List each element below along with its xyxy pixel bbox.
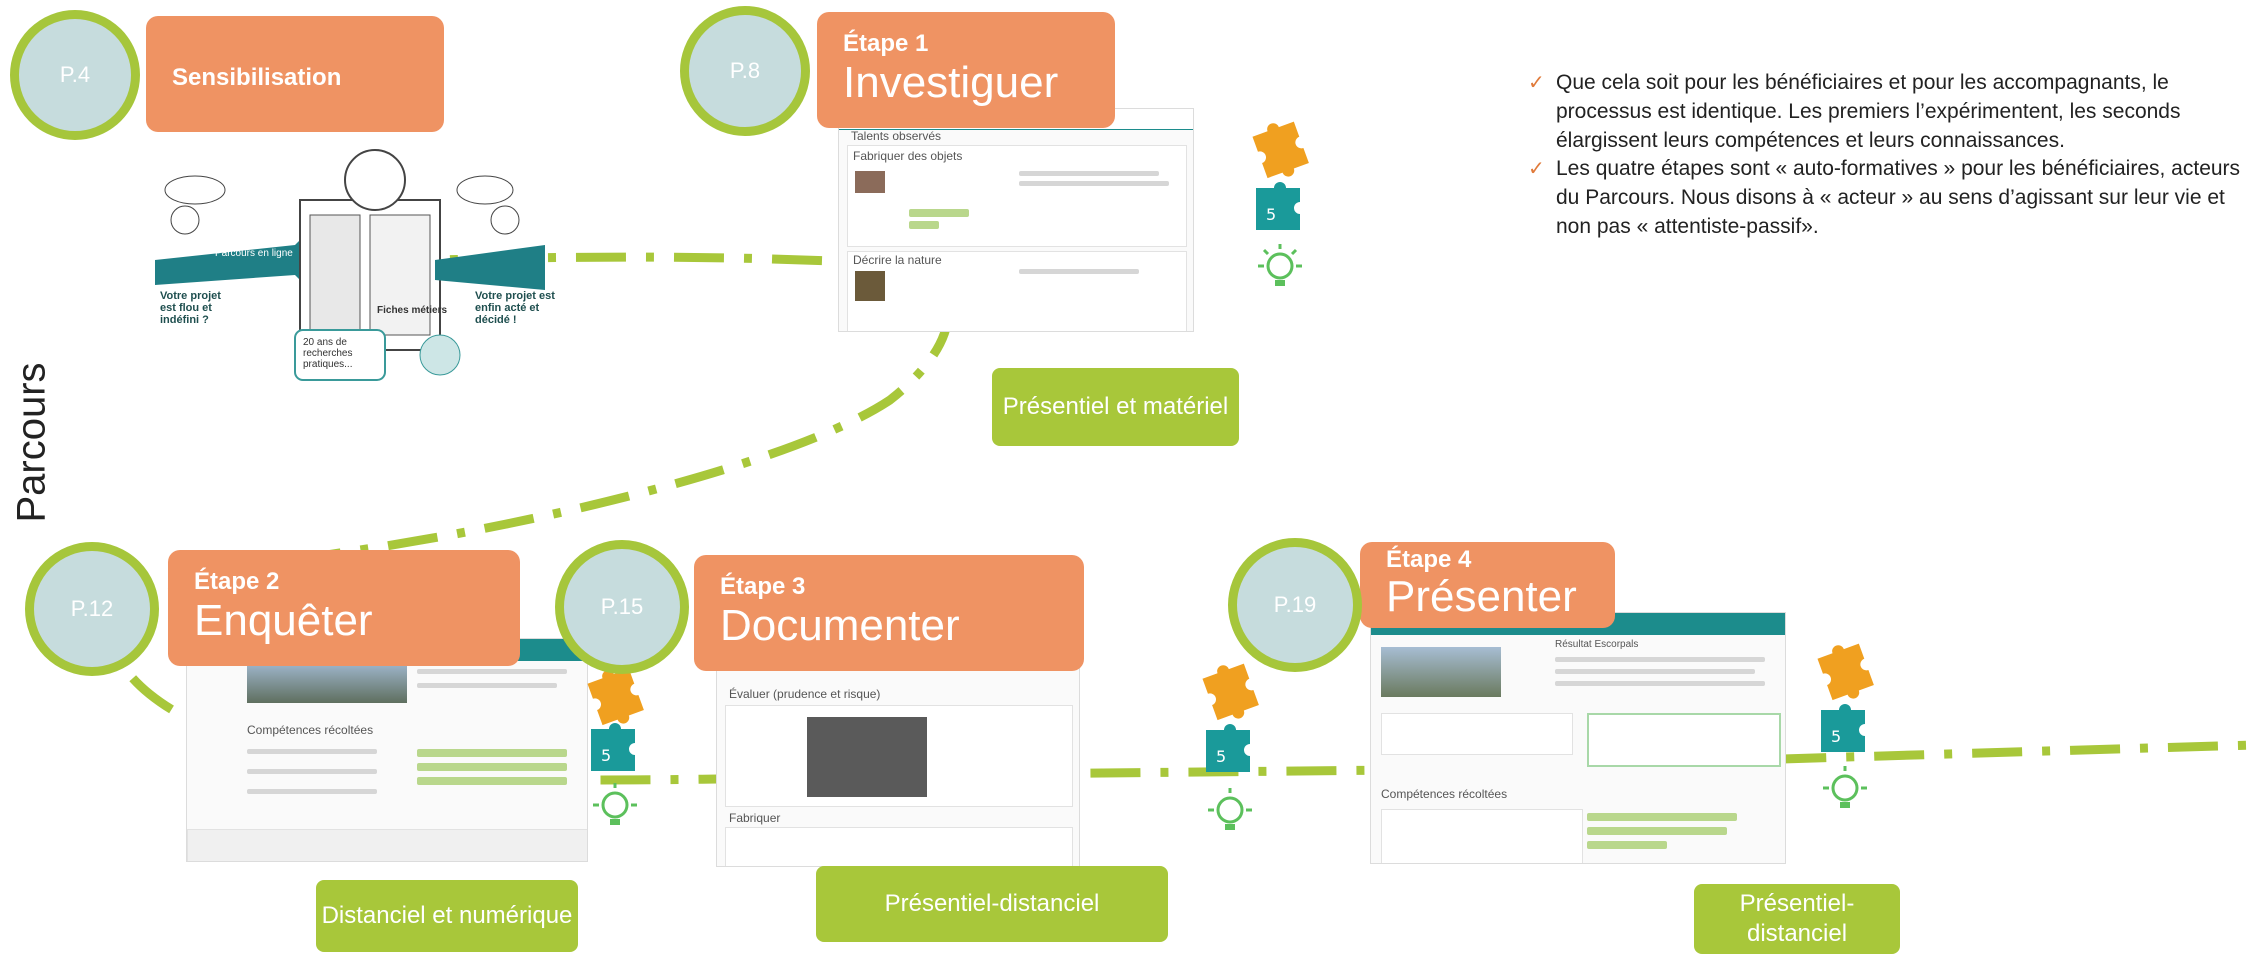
puzzle-orange-icon	[1252, 121, 1309, 179]
puzzle-teal-icon: 5	[1256, 182, 1300, 230]
step2-screenshot: Compétences récoltées	[186, 638, 588, 862]
step3-name: Documenter	[720, 601, 960, 650]
svg-text:5: 5	[1266, 205, 1276, 224]
icons-step4: 5	[1815, 640, 1875, 825]
svg-text:5: 5	[1831, 727, 1841, 746]
lightbulb-icon	[1258, 244, 1302, 286]
sensibilisation-title: Sensibilisation	[172, 64, 342, 91]
page-circle-step4: P.19	[1228, 538, 1362, 672]
step3-mode-tag: Présentiel-distanciel	[816, 866, 1168, 942]
sketch-label-online: Parcours en ligne	[215, 248, 293, 259]
puzzle-orange-icon	[587, 668, 644, 726]
icons-step2: 5	[585, 665, 645, 840]
step2-label: Étape 2	[194, 568, 280, 595]
step1-screenshot: Talents observés Fabriquer des objets Dé…	[838, 108, 1194, 332]
step3-label: Étape 3	[720, 573, 806, 600]
step4-box: Étape 4 Présenter	[1360, 542, 1615, 628]
puzzle-orange-icon	[1817, 643, 1874, 701]
page-circle-sensibilisation: P.4	[10, 10, 140, 140]
svg-text:5: 5	[601, 746, 611, 765]
page-circle-step2: P.12	[25, 542, 159, 676]
lightbulb-icon	[593, 783, 637, 825]
page-circle-step1: P.8	[680, 6, 810, 136]
step3-box: Étape 3 Documenter	[694, 555, 1084, 671]
svg-text:5: 5	[1216, 747, 1226, 766]
sensibilisation-box: Sensibilisation	[146, 16, 444, 132]
check-icon: ✓	[1528, 158, 1545, 180]
lightbulb-icon	[1208, 788, 1252, 830]
sketch-drawing	[155, 149, 545, 381]
step4-label: Étape 4	[1386, 546, 1472, 573]
step4-mode-tag: Présentiel-distanciel	[1694, 884, 1900, 954]
puzzle-teal-icon: 5	[1821, 704, 1865, 752]
sketch-label-recherches: 20 ans de recherches pratiques...	[303, 337, 353, 370]
step1-name: Investiguer	[843, 58, 1059, 107]
step3-screenshot: Évaluer (prudence et risque) Fabriquer	[716, 640, 1080, 867]
puzzle-orange-icon	[1202, 663, 1259, 721]
bullet-2: Les quatre étapes sont « auto-formatives…	[1556, 157, 2241, 238]
check-icon: ✓	[1528, 72, 1545, 94]
sensibilisation-sketch: Parcours en ligne Votre projet est flou …	[145, 140, 565, 390]
lightbulb-icon	[1823, 766, 1867, 808]
bullet-1: Que cela soit pour les bénéficiaires et …	[1556, 71, 2181, 152]
sketch-label-floue: Votre projet est flou et indéfini ?	[160, 290, 221, 326]
step2-mode-tag: Distanciel et numérique	[316, 880, 578, 952]
page-circle-step3: P.15	[555, 540, 689, 674]
step4-screenshot: Résultat Escorpals Compétences récoltées	[1370, 612, 1786, 864]
sketch-label-decide: Votre projet est enfin acté et décidé !	[475, 290, 555, 326]
step2-box: Étape 2 Enquêter	[168, 550, 520, 666]
step2-name: Enquêter	[194, 596, 373, 645]
puzzle-teal-icon: 5	[591, 723, 635, 771]
step1-box: Étape 1 Investiguer	[817, 12, 1115, 128]
puzzle-teal-icon: 5	[1206, 724, 1250, 772]
step1-label: Étape 1	[843, 30, 929, 57]
sketch-label-fiches: Fiches métiers	[377, 305, 448, 316]
icons-step1: 5	[1250, 118, 1310, 303]
step4-name: Présenter	[1386, 572, 1577, 621]
step1-mode-tag: Présentiel et matériel	[992, 368, 1239, 446]
icons-step3: 5	[1200, 660, 1260, 845]
